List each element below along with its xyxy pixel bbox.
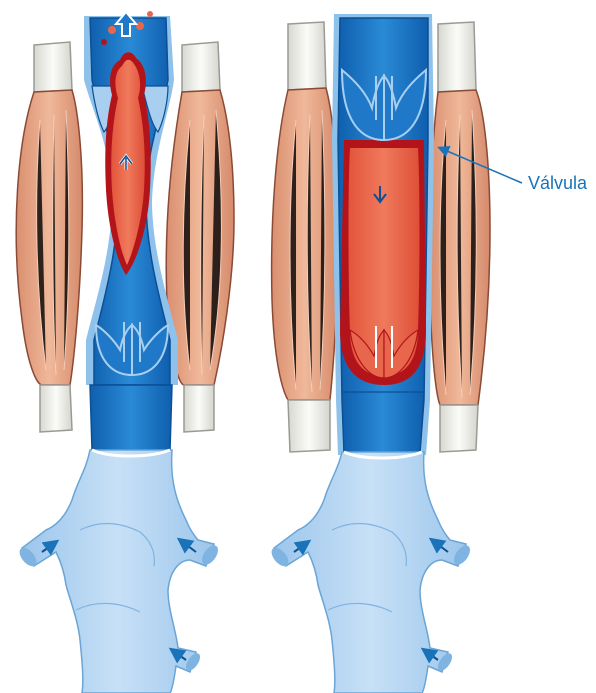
- lower-vein-left: [16, 450, 221, 693]
- vein-left: [84, 11, 178, 450]
- right-panel: [268, 14, 490, 693]
- muscle-right-inner: [429, 22, 490, 452]
- muscle-right-outer: [272, 22, 338, 452]
- lower-vein-right: [268, 452, 473, 693]
- vein-right: [332, 14, 434, 455]
- muscle-left-outer: [16, 42, 82, 432]
- left-panel: [16, 11, 234, 693]
- valve-label: Válvula: [528, 172, 587, 194]
